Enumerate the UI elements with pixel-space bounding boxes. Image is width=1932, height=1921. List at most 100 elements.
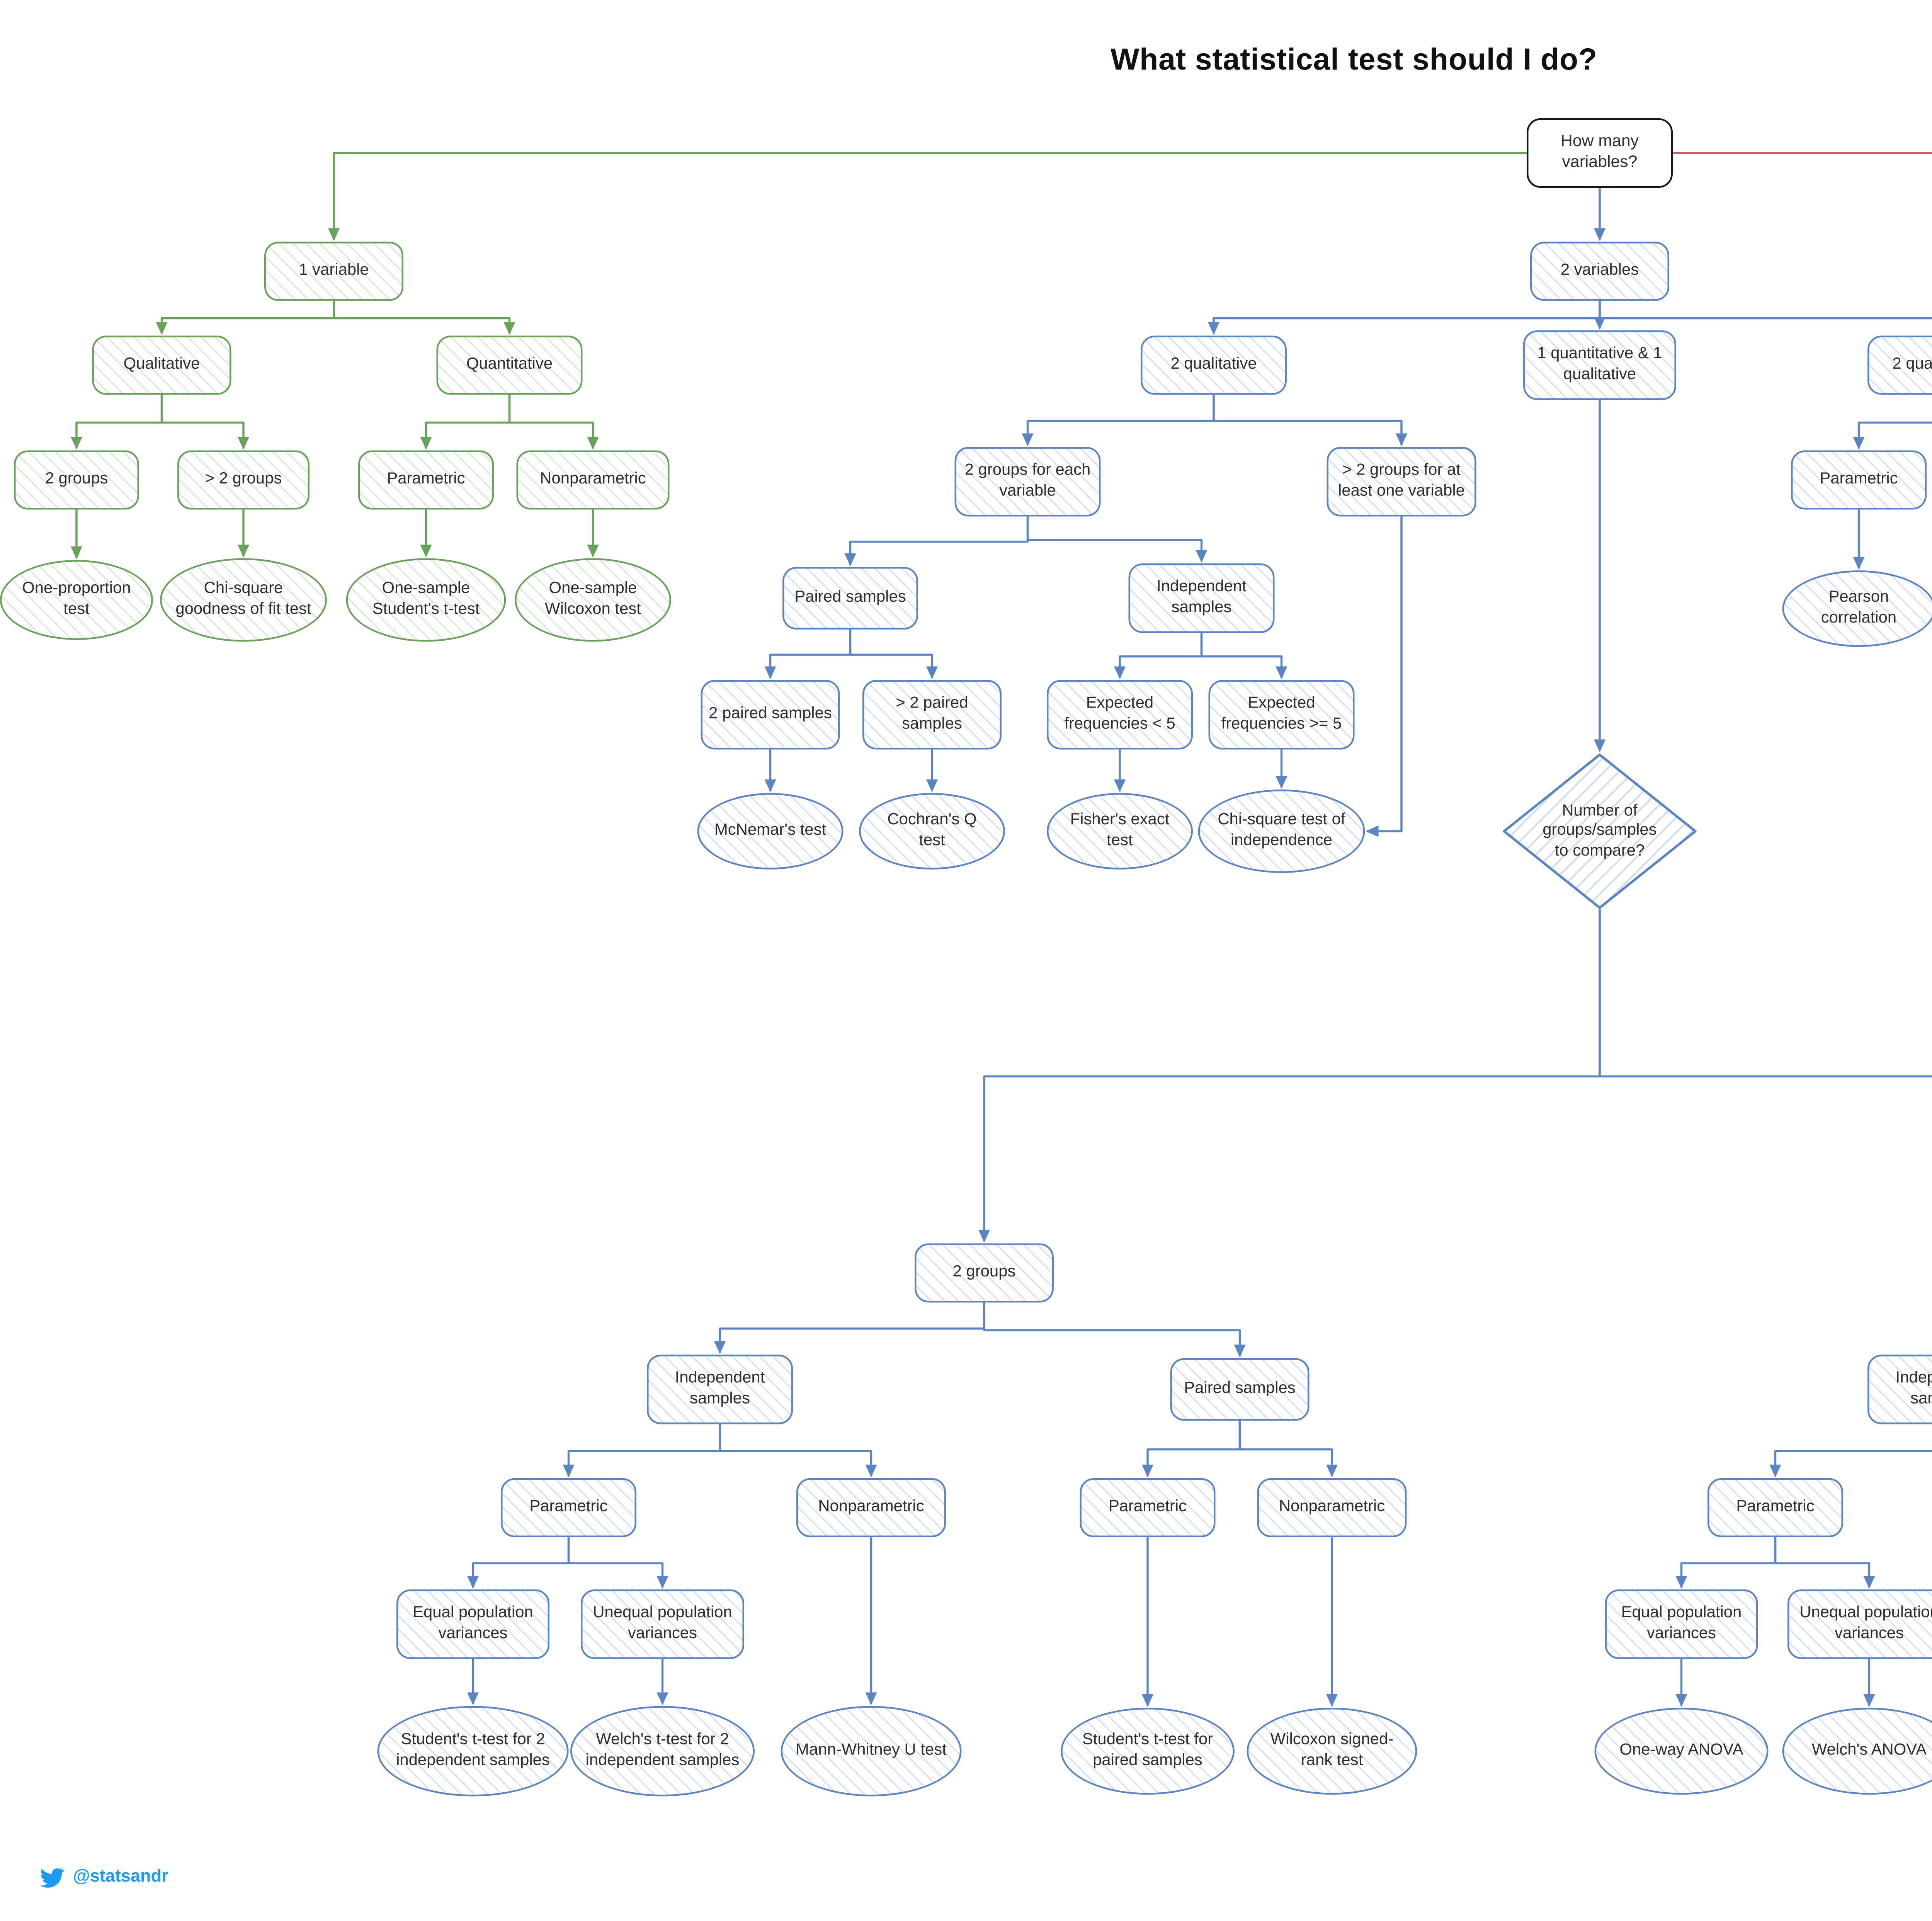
edge-two-vars-to-two-qualitative <box>1208 299 1601 335</box>
node-g-gt2groups: > 2 groups <box>177 450 310 510</box>
node-g-nonparametric: Nonparametric <box>516 450 670 510</box>
node-two-qualitative: 2 qualitative <box>1141 335 1287 395</box>
edge-root-to-gt2-vars <box>1672 152 1932 154</box>
node-label: One-sample Student's t-test <box>372 580 480 618</box>
node-label: Quantitative <box>466 355 553 373</box>
node-label: Paired samples <box>794 588 906 606</box>
node-label: > 2 groups for at least one variable <box>1338 461 1465 499</box>
edge-par3-to-epv2 <box>1675 1536 1777 1589</box>
attribution[interactable]: @statsandr <box>38 1864 168 1890</box>
edge-two-vars-to-two-quantitative <box>1599 299 1932 320</box>
node-par2: Parametric <box>1080 1478 1216 1537</box>
node-one-way-anova: One-way ANOVA <box>1594 1708 1769 1795</box>
edge-q-paired-to-paired-gt2 <box>849 628 938 679</box>
node-chi-gof: Chi-square goodness of fit test <box>160 558 327 642</box>
node-label: Equal population variances <box>1621 1604 1742 1642</box>
node-is2: Independent samples <box>1867 1354 1932 1424</box>
edge-par3-to-upv2 <box>1774 1536 1875 1589</box>
node-label: 1 quantitative & 1 qualitative <box>1537 345 1662 383</box>
edge-two-quantitative-to-c-parametric <box>1853 421 1932 450</box>
edge-num-groups-to-b-gt2groups <box>1599 908 1932 1078</box>
node-par3: Parametric <box>1708 1478 1843 1537</box>
node-q-independent: Independent samples <box>1128 563 1275 633</box>
node-student-paired: Student's t-test for paired samples <box>1061 1708 1235 1795</box>
node-label: How many variables? <box>1561 132 1639 172</box>
twitter-handle[interactable]: @statsandr <box>73 1868 168 1887</box>
node-student-t2: Student's t-test for 2 independent sampl… <box>377 1706 569 1797</box>
node-qualitative: Qualitative <box>92 335 231 395</box>
node-upv2: Unequal population variances <box>1787 1589 1932 1659</box>
node-label: Nonparametric <box>540 470 646 487</box>
node-label: Chi-square goodness of fit test <box>175 580 311 618</box>
edge-quantitative-to-g-nonparametric <box>508 393 599 450</box>
node-label: Welch's ANOVA <box>1811 1741 1927 1759</box>
node-label: Unequal population variances <box>1799 1604 1932 1642</box>
node-welch-anova: Welch's ANOVA <box>1782 1708 1932 1795</box>
node-one-var: 1 variable <box>264 242 403 301</box>
node-label: 2 paired samples <box>709 704 832 722</box>
node-label: Nonparametric <box>1279 1497 1385 1515</box>
node-mcnemar: McNemar's test <box>697 793 844 869</box>
node-label: Unequal population variances <box>593 1604 732 1642</box>
node-label: 2 groups <box>45 470 108 487</box>
edge-qualitative-to-g-2groups <box>70 393 163 450</box>
node-label: Student's t-test for paired samples <box>1082 1731 1213 1769</box>
node-label: 2 groups for each variable <box>964 461 1091 499</box>
page-title: What statistical test should I do? <box>1110 42 1598 77</box>
edge-is2-to-par3 <box>1769 1450 1932 1477</box>
node-label: Mann-Whitney U test <box>796 1741 947 1759</box>
node-fisher: Fisher's exact test <box>1047 793 1193 869</box>
edge-b-2groups-to-ps1 <box>983 1301 1246 1358</box>
node-label: Chi-square test of independence <box>1218 811 1345 849</box>
node-label: Qualitative <box>123 355 200 373</box>
node-label: 2 quantitative <box>1892 355 1932 373</box>
node-groups-gt2-one: > 2 groups for at least one variable <box>1327 447 1476 517</box>
node-cochran: Cochran's Q test <box>859 793 1005 869</box>
node-paired2: 2 paired samples <box>701 680 840 750</box>
node-label: Independent samples <box>675 1369 765 1407</box>
node-one-sample-wilcoxon: One-sample Wilcoxon test <box>515 558 671 642</box>
node-label: One-proportion test <box>22 580 131 618</box>
node-label: Fisher's exact test <box>1070 811 1170 849</box>
node-label: > 2 paired samples <box>896 694 968 732</box>
edge-q-independent-to-freq-gte5 <box>1200 632 1287 679</box>
node-b-2groups: 2 groups <box>915 1243 1054 1303</box>
edge-quantitative-to-g-parametric <box>420 393 511 450</box>
node-q-paired: Paired samples <box>782 567 918 630</box>
node-label: Pearson correlation <box>1821 588 1897 626</box>
node-groups2-each: 2 groups for each variable <box>954 447 1101 517</box>
node-label: Parametric <box>1820 470 1898 487</box>
node-label: Student's t-test for 2 independent sampl… <box>396 1731 550 1769</box>
edge-ps1-to-par2 <box>1141 1419 1241 1477</box>
node-label: Parametric <box>529 1497 608 1515</box>
node-ps1: Paired samples <box>1170 1358 1310 1421</box>
node-label: One-way ANOVA <box>1619 1741 1743 1759</box>
node-two-quantitative: 2 quantitative <box>1867 335 1932 395</box>
node-freq-lt5: Expected frequencies < 5 <box>1047 680 1193 750</box>
node-label: Nonparametric <box>818 1497 924 1515</box>
node-chi-independence: Chi-square test of independence <box>1198 789 1365 873</box>
edge-root-to-one-var <box>328 152 1528 241</box>
twitter-bird-icon <box>40 1868 65 1888</box>
node-label: Number of groups/samples to compare? <box>1543 801 1657 859</box>
node-label: Independent samples <box>1895 1369 1932 1407</box>
node-npar1: Nonparametric <box>796 1478 946 1537</box>
node-npar2: Nonparametric <box>1257 1478 1407 1537</box>
node-freq-gte5: Expected frequencies >= 5 <box>1208 680 1355 750</box>
node-label: 2 qualitative <box>1170 355 1257 373</box>
node-epv2: Equal population variances <box>1605 1589 1758 1659</box>
node-label: Wilcoxon signed-rank test <box>1270 1731 1394 1769</box>
edge-num-groups-to-b-2groups <box>978 908 1601 1243</box>
node-c-parametric: Parametric <box>1791 450 1927 510</box>
edge-q-paired-to-paired2 <box>764 628 852 679</box>
node-label: Expected frequencies < 5 <box>1064 694 1175 732</box>
node-one-proportion: One-proportion test <box>0 560 153 640</box>
node-one-sample-t: One-sample Student's t-test <box>346 558 506 642</box>
node-par1: Parametric <box>501 1478 636 1537</box>
edge-one-var-to-quantitative <box>333 299 515 335</box>
node-label: Welch's t-test for 2 independent samples <box>585 1731 740 1769</box>
node-label: 2 variables <box>1560 261 1639 279</box>
edge-is1-to-par1 <box>563 1423 721 1477</box>
